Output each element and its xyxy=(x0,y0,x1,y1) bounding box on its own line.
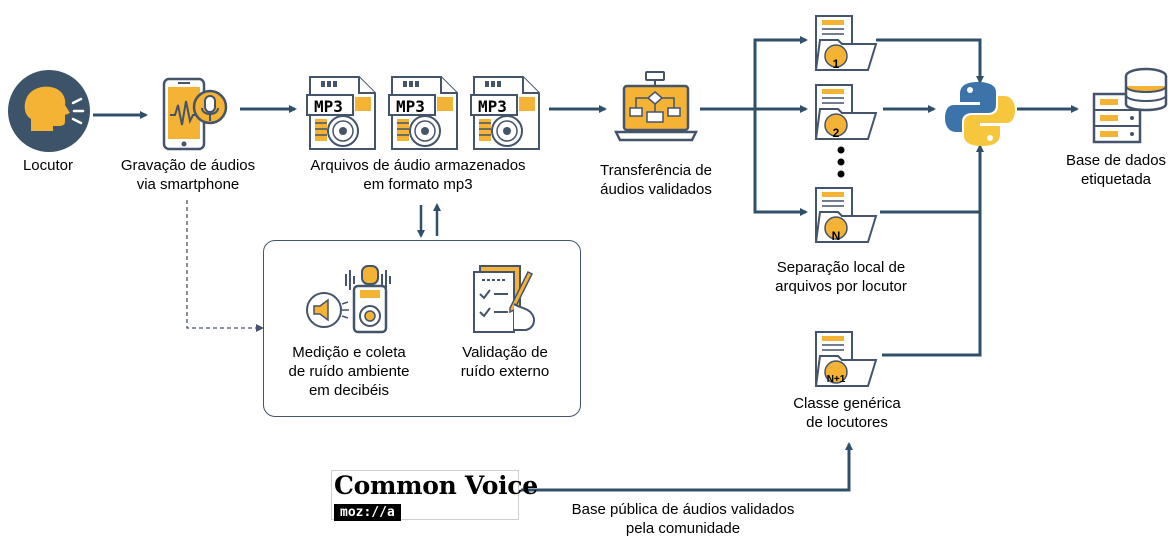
speaker-head-icon xyxy=(8,70,90,152)
arrow-folder1-to-python xyxy=(876,38,984,84)
mp3-badge-1: MP3 xyxy=(314,97,343,116)
mp3-badge-2: MP3 xyxy=(396,97,425,116)
speaker-node xyxy=(7,69,91,153)
folder-icon xyxy=(815,84,877,140)
database-server-icon xyxy=(1092,67,1168,144)
folder-n-number: N xyxy=(831,229,841,243)
folder-n-plus-1: N+1 xyxy=(814,326,880,390)
folder-n: N xyxy=(814,182,880,246)
mp3-files-group: MP3 MP3 MP3 xyxy=(305,75,545,153)
folder-2: 2 xyxy=(814,79,880,143)
arrow-transfer-split xyxy=(700,36,808,111)
folder-1-number: 1 xyxy=(832,57,840,71)
python-logo-icon xyxy=(945,82,1015,146)
laptop-flowchart-icon xyxy=(613,71,699,142)
arrow-foldern1-to-python xyxy=(882,144,984,357)
dashed-connector-phone-to-box xyxy=(186,200,264,332)
folder-icon xyxy=(815,15,877,71)
database-node xyxy=(1088,66,1172,146)
noise-measure-node xyxy=(302,262,400,334)
noise-validation-box xyxy=(263,240,581,417)
transfer-node xyxy=(613,70,699,154)
arrow-commonvoice-to-generic xyxy=(521,442,853,492)
folder-1: 1 xyxy=(814,10,880,74)
ellipsis-dots xyxy=(836,146,846,178)
recording-node xyxy=(158,77,234,153)
folder-icon xyxy=(815,187,877,243)
python-node xyxy=(944,80,1016,148)
arrow-split-n xyxy=(753,109,808,216)
noise-validation-node xyxy=(470,264,546,334)
folder-2-number: 2 xyxy=(832,126,840,140)
smartphone-recording-icon xyxy=(162,77,228,151)
arrow-foldern-to-python xyxy=(880,146,982,214)
checklist-icon xyxy=(473,265,535,333)
mozilla-brand: moz://a xyxy=(334,504,401,521)
common-voice-title: Common Voice xyxy=(334,471,538,500)
mp3-badge-3: MP3 xyxy=(478,97,507,116)
speaker-label: Locutor xyxy=(22,157,74,174)
mp3-file-icon xyxy=(306,76,540,150)
decibel-meter-icon xyxy=(306,265,391,334)
folder-n-plus-1-number: N+1 xyxy=(826,374,846,385)
common-voice-logo: Common Voice moz://a xyxy=(331,470,538,521)
